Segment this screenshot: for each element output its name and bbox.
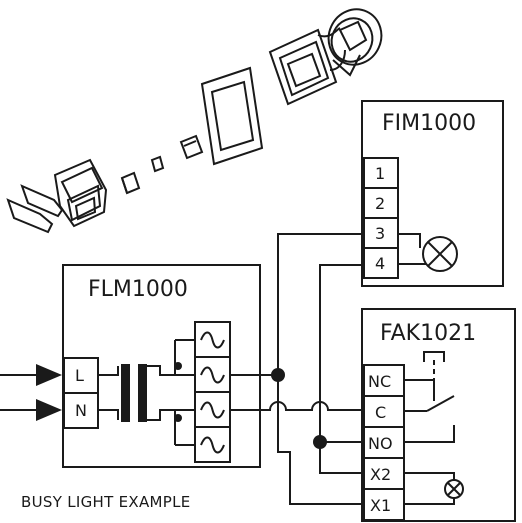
flm-ac-terminals (194, 321, 231, 463)
diagram-caption: BUSY LIGHT EXAMPLE (21, 493, 191, 511)
fim-terminal-3: 3 (375, 224, 385, 243)
fim-terminal-2: 2 (375, 194, 385, 213)
fak1021-terminal-block: NC C NO X2 X1 (363, 364, 405, 521)
cover-strips-icon (6, 184, 64, 234)
relay-contact-icon (404, 351, 455, 443)
fak-terminal-no: NO (368, 434, 393, 453)
flm-terminal-n: N (75, 401, 87, 420)
ac-sine-icon (200, 331, 225, 349)
connector-module-icon (268, 27, 346, 106)
transformer-icon (98, 364, 175, 422)
fim1000-title: FIM1000 (382, 111, 476, 136)
input-arrow-n-icon (0, 399, 62, 421)
ac-sine-icon (200, 401, 225, 419)
frame-icon (200, 66, 264, 166)
fak-terminal-x1: X1 (370, 496, 391, 515)
rocker-icon (179, 134, 204, 160)
exploded-device-illustration (6, 8, 383, 234)
fim1000-terminal-block: 1 2 3 4 (363, 157, 399, 279)
flm-internal-wiring (174, 339, 195, 446)
lamp-icon (398, 233, 458, 272)
panel-device-icon (53, 158, 108, 228)
ac-sine-icon (200, 436, 225, 454)
fim-terminal-1: 1 (375, 164, 385, 183)
fak-terminal-x2: X2 (370, 465, 391, 484)
fak-terminal-c: C (375, 403, 386, 422)
cap-medium-icon (120, 171, 141, 195)
fak1021-title: FAK1021 (380, 321, 476, 346)
flm-input-terminals: L N (63, 357, 99, 429)
cap-small-icon (150, 155, 165, 173)
indicator-lamp-icon (404, 472, 464, 505)
fak-terminal-nc: NC (368, 372, 391, 391)
external-wiring (230, 233, 364, 505)
flm-terminal-l: L (75, 366, 84, 385)
flm1000-title: FLM1000 (88, 277, 188, 302)
fim-terminal-4: 4 (375, 254, 385, 273)
input-arrow-l-icon (0, 364, 62, 386)
ac-sine-icon (200, 366, 225, 384)
